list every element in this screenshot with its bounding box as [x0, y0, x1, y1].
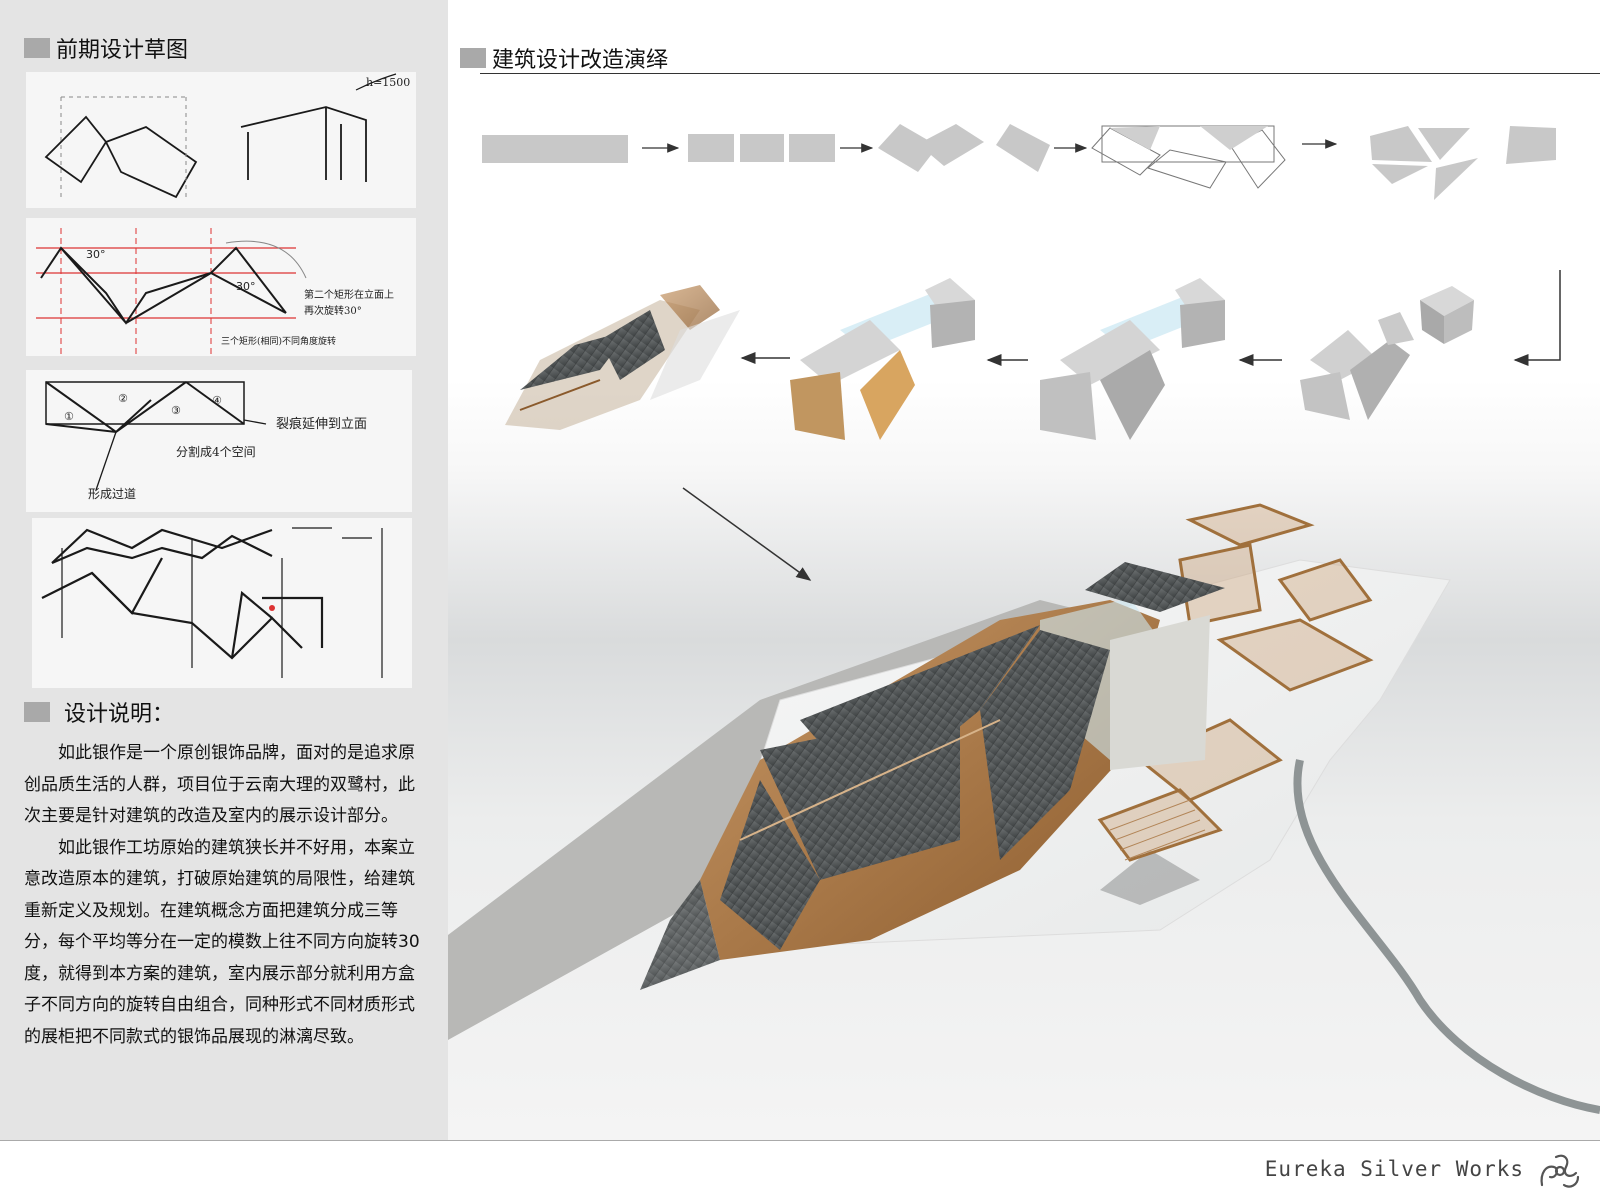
- rotated-block-3: [996, 124, 1050, 172]
- process-row-1: [482, 124, 1556, 200]
- overlay-fill-2: [1200, 126, 1268, 150]
- final-piece-2: [1418, 128, 1470, 160]
- sketch-3: ① ② ③ ④ 裂痕延伸到立面 分割成4个空间 形成过道: [26, 370, 412, 512]
- brand-text: Eureka Silver Works: [1264, 1157, 1524, 1181]
- arrow-down-left-icon: [1513, 270, 1561, 366]
- zone-2: ②: [118, 392, 128, 405]
- split-block-3: [789, 134, 835, 162]
- arrow-down-right-icon: [682, 487, 812, 581]
- river-curve: [1293, 759, 1600, 1114]
- brand-logo-icon: [1540, 1154, 1580, 1188]
- description-paragraph-1: 如此银作是一个原创银饰品牌，面对的是追求原创品质生活的人群，项目位于云南大理的双…: [24, 743, 415, 826]
- roof-tower: [1085, 562, 1225, 612]
- sketch-section-title: 前期设计草图: [56, 38, 189, 63]
- header-square-icon: [24, 38, 50, 58]
- stage-3d-4: [505, 285, 740, 430]
- angle-label-2: 30°: [236, 280, 256, 293]
- evolution-section-header: 建筑设计改造演绎: [460, 42, 668, 74]
- sketch-4: [32, 518, 412, 688]
- zone-3: ③: [171, 404, 181, 417]
- overlay-fill-1: [1110, 126, 1160, 150]
- description-body: 如此银作是一个原创银饰品牌，面对的是追求原创品质生活的人群，项目位于云南大理的双…: [24, 738, 422, 1053]
- sketch-note-3: 裂痕延伸到立面: [276, 416, 367, 432]
- sketch-note-2: 三个矩形(相同)不同角度旋转: [221, 335, 336, 347]
- final-piece-3: [1372, 164, 1428, 184]
- footer: Eureka Silver Works: [0, 1140, 1600, 1201]
- rotated-block-1: [878, 124, 938, 172]
- title-divider: [480, 73, 1600, 74]
- sketch-note-5: 形成过道: [88, 487, 136, 501]
- description-header: 设计说明：: [24, 696, 174, 728]
- design-evolution-diagram: [448, 124, 1600, 1114]
- sketch-section-header: 前期设计草图: [24, 32, 188, 64]
- original-block: [482, 135, 628, 163]
- description-title: 设计说明：: [64, 702, 175, 727]
- roof-front: [720, 780, 820, 950]
- roof-right: [980, 630, 1110, 860]
- roof-left: [760, 710, 960, 880]
- stage-3d-3: [790, 278, 975, 440]
- wood-frame-structure: [1097, 503, 1374, 862]
- header-square-icon: [460, 48, 486, 68]
- stair-lines: [1109, 799, 1206, 861]
- sketch-note-1: 第二个矩形在立面上再次旋转30°: [304, 288, 394, 317]
- rotated-block-2: [918, 124, 984, 166]
- final-piece-5: [1506, 126, 1556, 164]
- stage-3d-1: [1300, 286, 1474, 420]
- zone-1: ①: [64, 410, 74, 423]
- building-rendering: [448, 503, 1600, 1114]
- stage-3d-2: [1040, 278, 1225, 440]
- canopy: [640, 880, 720, 990]
- sketch-note-4: 分割成4个空间: [176, 444, 256, 459]
- tower-wall: [1110, 615, 1210, 770]
- sketch-2: 30° 30° 第二个矩形在立面上再次旋转30° 三个矩形(相同)不同角度旋转: [26, 218, 416, 356]
- ridge-line: [739, 719, 1001, 841]
- evolution-section-title: 建筑设计改造演绎: [492, 48, 669, 73]
- header-square-icon: [24, 702, 50, 722]
- overlay-outline: [1091, 125, 1286, 189]
- main-panel: [448, 0, 1600, 1140]
- description-paragraph-2: 如此银作工坊原始的建筑狭长并不好用，本案立意改造原本的建筑，打破原始建筑的局限性…: [24, 837, 420, 1047]
- sketch-1: h=1500: [26, 72, 416, 208]
- process-row-2: [505, 270, 1561, 440]
- final-piece-1: [1370, 126, 1432, 162]
- angle-label-1: 30°: [86, 248, 106, 261]
- left-panel: 前期设计草图 h=1500 30° 30° 第二个矩形在立面上再次旋转30° 三…: [0, 0, 448, 1140]
- split-block-1: [688, 134, 734, 162]
- final-piece-4: [1434, 158, 1478, 200]
- zone-4: ④: [212, 394, 222, 407]
- split-block-2: [740, 134, 784, 162]
- scale-note: h=1500: [366, 76, 410, 89]
